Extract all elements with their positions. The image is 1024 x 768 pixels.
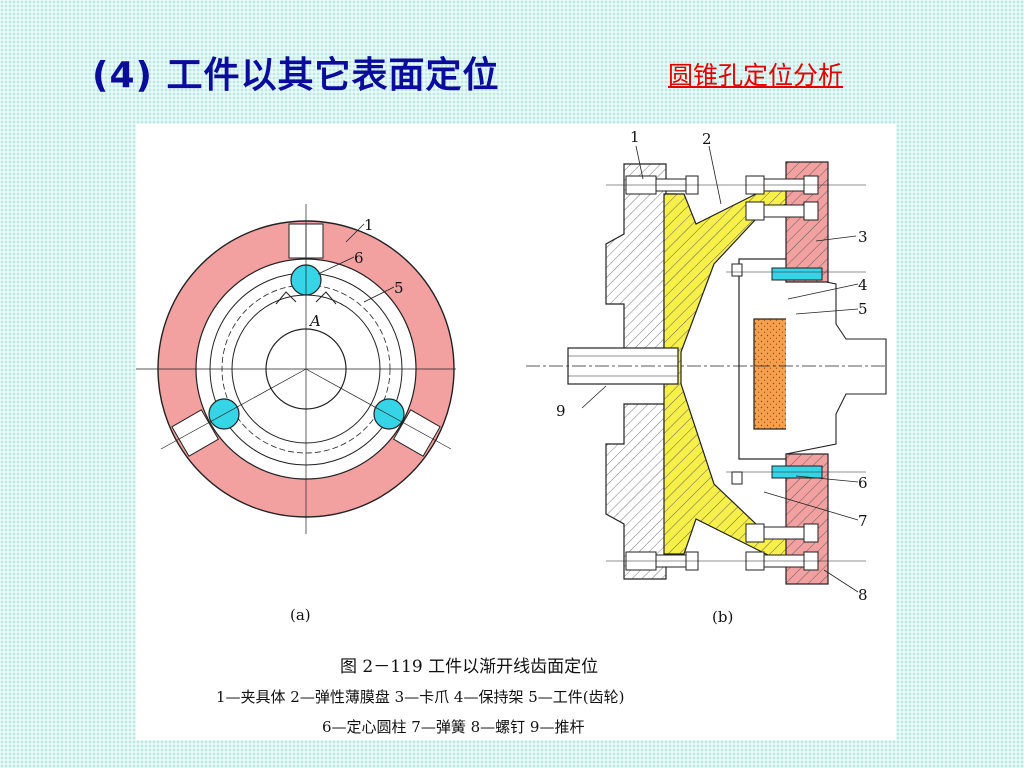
view-b-label-1: 1 — [630, 128, 640, 146]
view-b-label-8: 8 — [858, 586, 868, 604]
figure-caption: 图 2－119 工件以渐开线齿面定位 — [340, 657, 599, 677]
view-a: 1 6 5 A — [136, 204, 456, 534]
view-b-label-4: 4 — [858, 276, 868, 294]
view-b-label-2: 2 — [702, 130, 712, 148]
cone-hole-analysis-link[interactable]: 圆锥孔定位分析 — [668, 61, 844, 90]
view-b-label-7: 7 — [858, 512, 868, 530]
view-b-label-3: 3 — [858, 228, 868, 246]
view-b-label-6: 6 — [858, 474, 868, 492]
view-b: 1 2 3 4 5 6 7 8 9 — [526, 128, 888, 604]
view-a-label-5: 5 — [394, 279, 404, 297]
figure-legend-line-1: 1—夹具体 2—弹性薄膜盘 3—卡爪 4—保持架 5—工件(齿轮) — [216, 688, 625, 706]
view-b-label-5: 5 — [858, 300, 868, 318]
view-a-point-A: A — [308, 312, 321, 330]
view-a-label-6: 6 — [354, 249, 364, 267]
view-b-caption: (b) — [712, 608, 734, 626]
figure-panel: 1 6 5 A — [136, 124, 896, 740]
fixture-drawing: 1 6 5 A — [136, 128, 888, 604]
view-b-label-9: 9 — [556, 402, 566, 420]
figure-legend-line-2: 6—定心圆柱 7—弹簧 8—螺钉 9—推杆 — [322, 718, 585, 736]
view-a-label-1: 1 — [364, 216, 374, 234]
view-a-caption: (a) — [290, 606, 311, 624]
slide-title: (4) 工件以其它表面定位 — [92, 55, 500, 96]
